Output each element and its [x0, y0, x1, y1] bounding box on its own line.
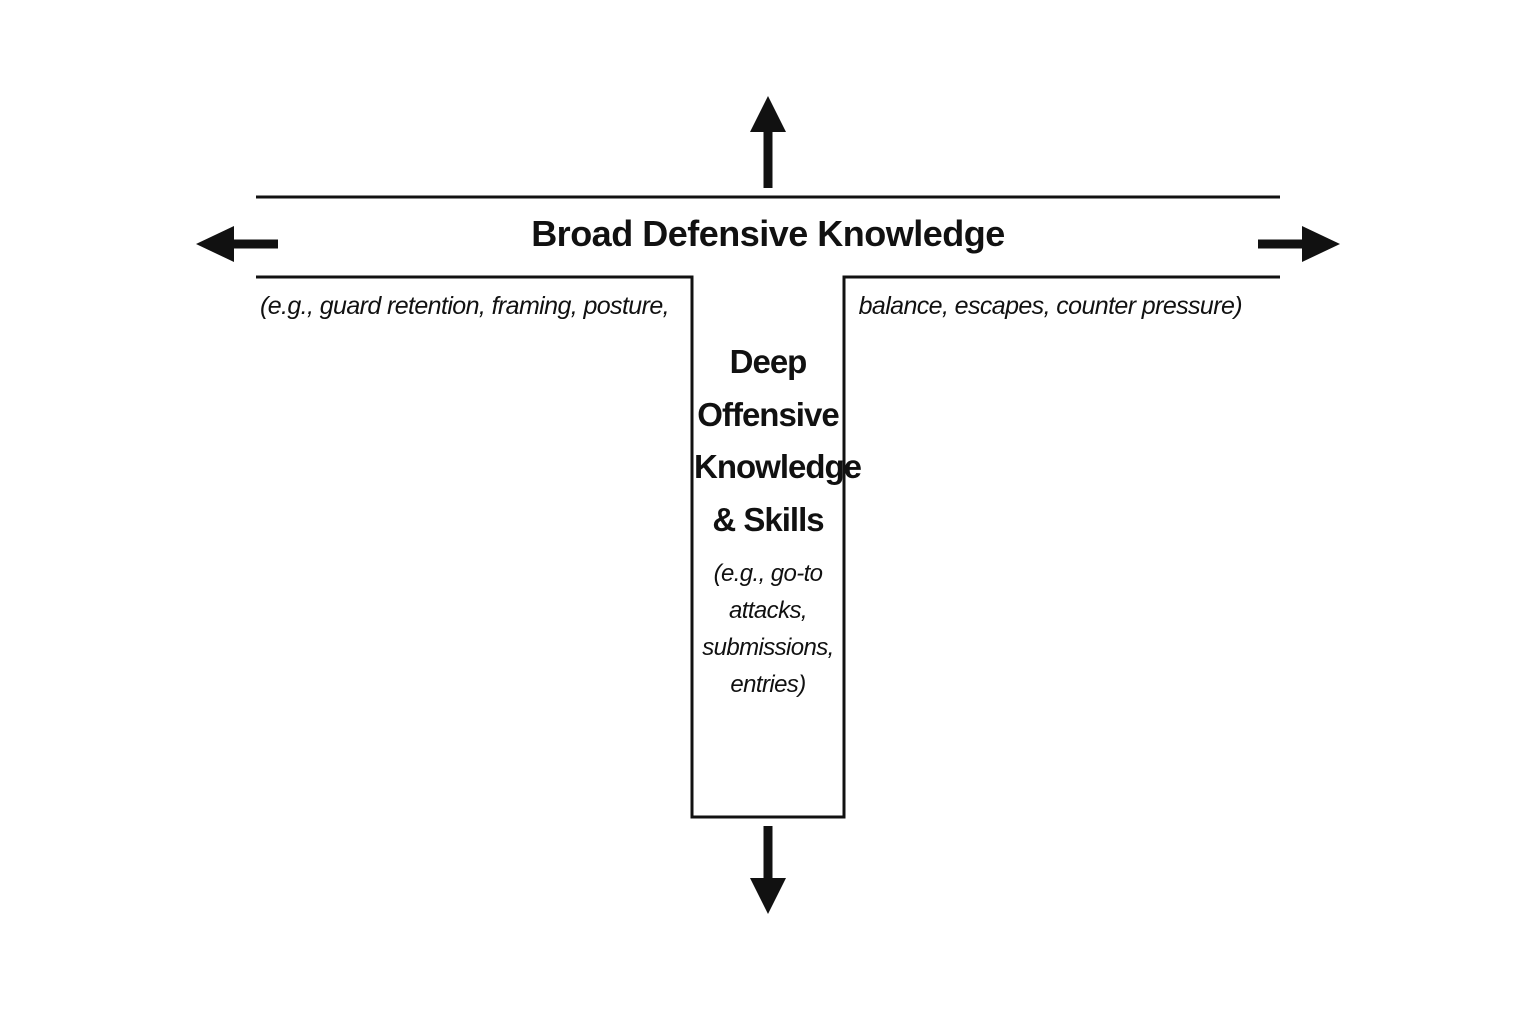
deep-example-line: submissions, [702, 634, 834, 661]
arrow-left-icon [196, 226, 278, 262]
deep-offensive-title: Deep Offensive Knowledge & Skills [694, 336, 862, 546]
deep-example-line: (e.g., go-to [713, 560, 823, 587]
deep-title-line: Deep [729, 343, 808, 380]
t-shape-outline [256, 275, 1280, 819]
arrow-up-icon [750, 96, 786, 188]
broad-examples-left: (e.g., guard retention, framing, posture… [260, 292, 670, 320]
deep-title-line: & Skills [712, 500, 824, 538]
deep-title-line: Knowledge [694, 448, 862, 485]
deep-title-line: Offensive [697, 395, 839, 433]
arrow-right-icon [1258, 226, 1340, 262]
deep-examples: (e.g., go-to attacks, submissions, entri… [694, 555, 842, 703]
arrow-down-icon [750, 826, 786, 914]
broad-examples-right: balance, escapes, counter pressure) [858, 292, 1243, 320]
broad-defensive-title: Broad Defensive Knowledge [531, 213, 1005, 254]
deep-example-line: attacks, [729, 597, 808, 624]
deep-example-line: entries) [730, 671, 806, 698]
